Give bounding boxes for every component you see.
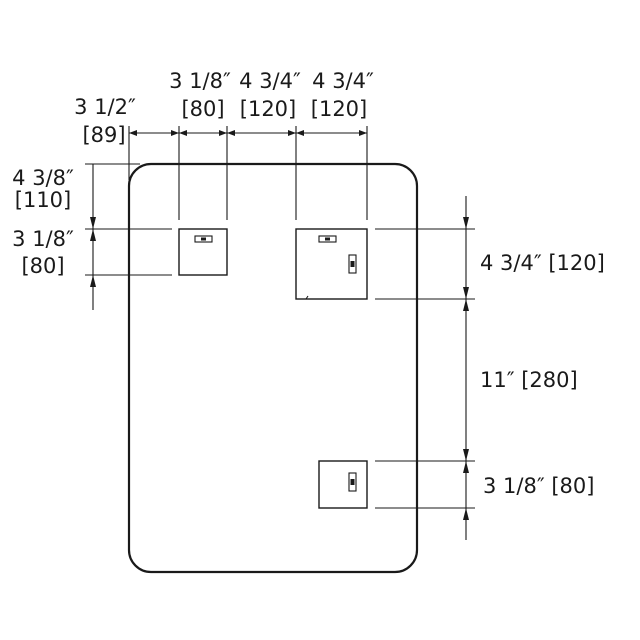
- dim-large-box-width-metric: [120]: [311, 97, 367, 121]
- dim-gap-width-metric: [120]: [240, 97, 296, 121]
- dim-left-offset-metric: [110]: [15, 188, 71, 212]
- dim-top-left-imperial: 3 1/2″: [74, 95, 136, 119]
- dim-small-box-width-imperial: 3 1/8″: [169, 69, 231, 93]
- dim-large-box-height: 4 3/4″ [120]: [480, 251, 605, 275]
- dim-bottom-box-height: 3 1/8″ [80]: [483, 474, 594, 498]
- dim-left-offset-imperial: 4 3/8″: [12, 166, 74, 190]
- cutout-large-top: [295, 228, 368, 300]
- cutout-bottom-right: [318, 460, 368, 509]
- dim-large-box-width-imperial: 4 3/4″: [312, 69, 374, 93]
- dim-gap-width-imperial: 4 3/4″: [239, 69, 301, 93]
- hinge-mark: [305, 295, 309, 300]
- switch-icon: [194, 235, 213, 243]
- dim-small-box-height-metric: [80]: [21, 254, 64, 278]
- outlet-icon: [348, 254, 357, 274]
- dimension-arrows-right: [463, 217, 469, 520]
- panel-outline: [127, 162, 419, 574]
- dim-small-box-height-imperial: 3 1/8″: [12, 227, 74, 251]
- dim-spacing: 11″ [280]: [480, 368, 578, 392]
- switch-icon: [318, 235, 337, 243]
- dimension-arrows-top: [129, 130, 367, 136]
- cutout-small-top: [178, 228, 228, 276]
- outlet-icon: [348, 472, 357, 492]
- dimension-arrows-left: [90, 217, 96, 287]
- dim-small-box-width-metric: [80]: [181, 97, 224, 121]
- dim-top-left-metric: [89]: [82, 123, 125, 147]
